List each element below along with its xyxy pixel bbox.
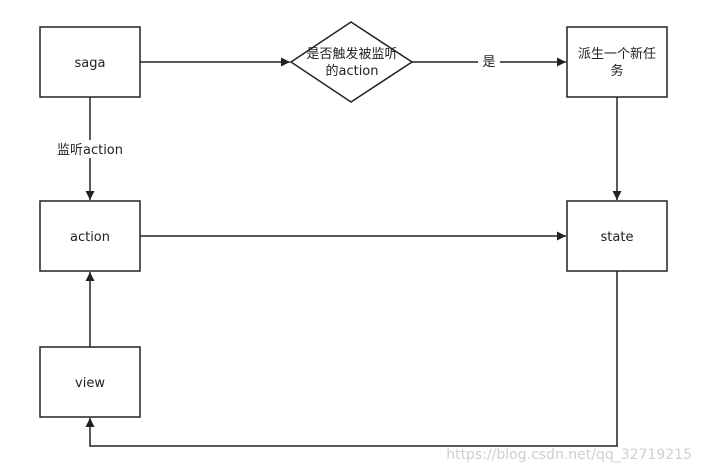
node-action-label: action [70,230,110,245]
edge-label-yes: 是 [482,55,495,70]
node-saga-label: saga [75,56,106,71]
node-view-label: view [75,376,105,391]
node-spawn-line2: 务 [610,63,623,79]
edge-label-bg [54,140,126,158]
watermark-text: https://blog.csdn.net/qq_32719215 [446,447,692,463]
node-spawn-box [566,26,668,98]
node-decision-diamond [289,21,414,103]
edge-label-bg [478,53,500,71]
node-saga-box [39,26,141,98]
node-state-box [566,200,668,272]
node-state-label: state [601,230,634,245]
node-decision-line2: 的action [325,63,378,79]
node-spawn-line1: 派生一个新任 [578,46,656,62]
edge-label-listen-action: 监听action [57,143,123,158]
edge-state-to-view [85,271,618,447]
node-view-box [39,346,141,418]
node-action-box [39,200,141,272]
node-decision-line1: 是否触发被监听 [306,46,397,62]
